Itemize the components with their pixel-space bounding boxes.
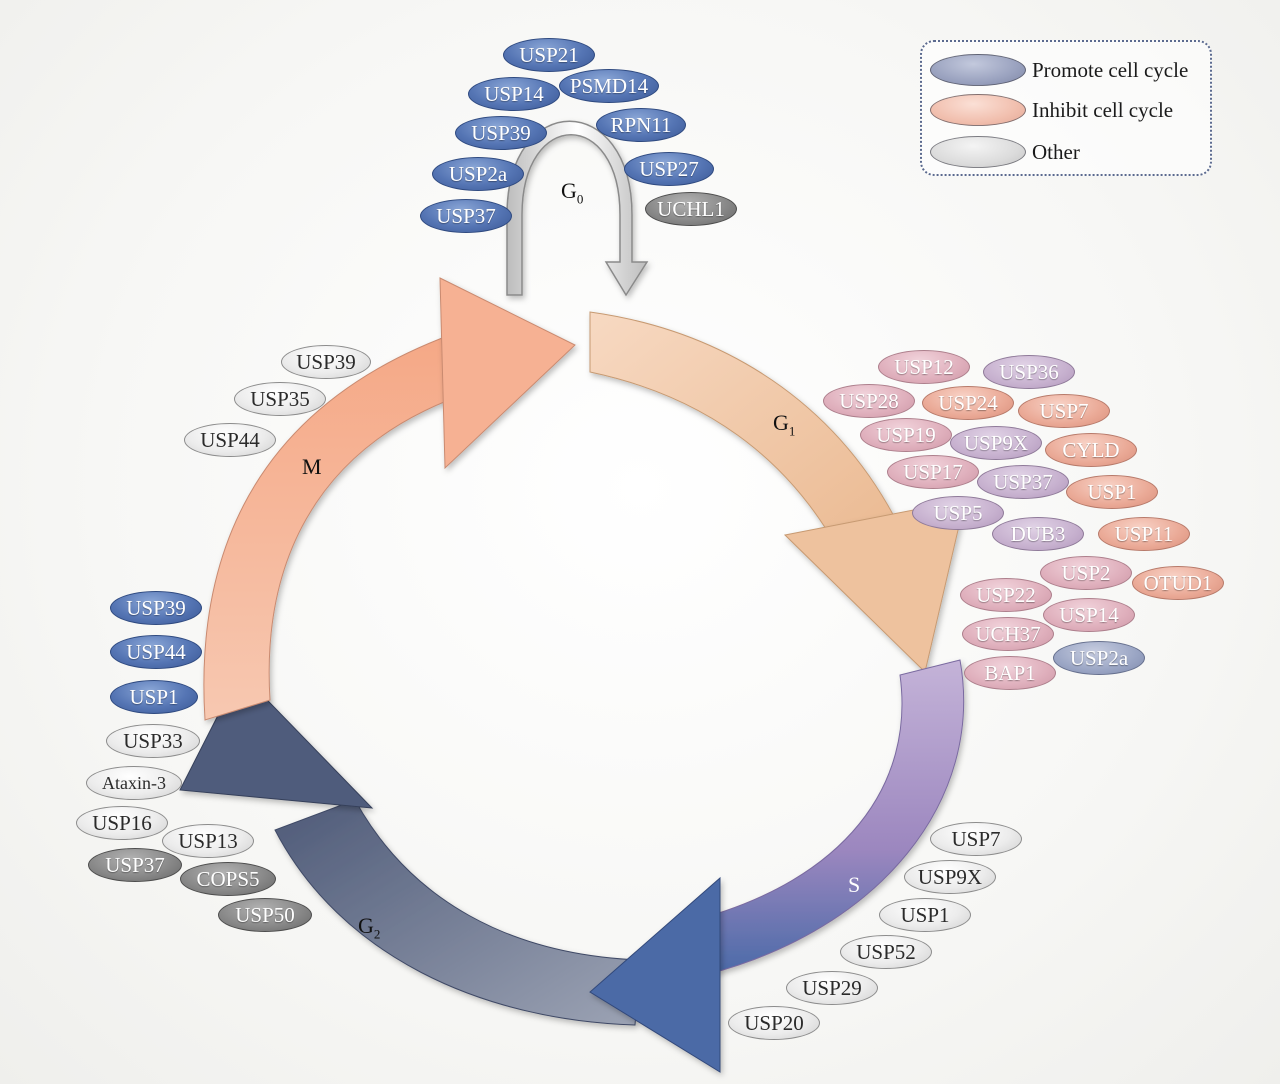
legend-swatch-inhibit [930,94,1026,126]
legend-label-other: Other [1032,139,1080,164]
enzyme-pill: USP39 [455,116,547,150]
enzyme-pill: USP39 [110,591,202,625]
g2-arrow [274,799,641,1026]
enzyme-pill: USP37 [88,848,182,882]
legend-swatch-promote [930,54,1026,86]
enzyme-pill: CYLD [1045,433,1137,467]
enzyme-pill: USP2a [1053,641,1145,675]
enzyme-pill: USP36 [983,355,1075,389]
enzyme-pill: USP9X [950,426,1042,460]
enzyme-pill: USP16 [76,806,168,840]
enzyme-pill: USP13 [162,824,254,858]
enzyme-pill: USP33 [106,724,200,758]
legend-label-inhibit: Inhibit cell cycle [1032,97,1174,122]
phase-label-m: M [302,454,322,479]
phase-label-g1: G1 [773,410,796,439]
legend-swatch-other [930,136,1026,168]
enzyme-pill: USP14 [1043,598,1135,632]
enzyme-pill: USP1 [110,680,198,714]
enzyme-pill: USP50 [218,898,312,932]
phase-label-s: S [848,872,861,897]
enzyme-pill: USP11 [1098,517,1190,551]
enzyme-pill: USP37 [420,199,512,233]
legend-item-other: Other [930,134,1080,170]
enzyme-pill: USP39 [281,345,371,379]
legend-item-inhibit: Inhibit cell cycle [930,92,1173,128]
legend-label-promote: Promote cell cycle [1032,57,1189,82]
enzyme-pill: USP19 [860,418,952,452]
enzyme-pill: USP1 [1066,475,1158,509]
enzyme-pill: USP2a [432,157,524,191]
enzyme-pill: USP21 [503,38,595,72]
enzyme-pill: USP44 [184,423,276,457]
enzyme-pill: OTUD1 [1132,566,1224,600]
enzyme-pill: USP9X [904,860,996,894]
enzyme-pill: USP27 [624,152,714,186]
enzyme-pill: USP24 [922,386,1014,420]
legend: Promote cell cycle Inhibit cell cycle Ot… [920,40,1212,176]
enzyme-pill: COPS5 [180,862,276,896]
enzyme-pill: DUB3 [992,517,1084,551]
enzyme-pill: RPN11 [596,108,686,142]
enzyme-pill: USP12 [878,350,970,384]
enzyme-pill: USP7 [1018,394,1110,428]
enzyme-pill: Ataxin-3 [86,766,182,800]
enzyme-pill: USP17 [887,455,979,489]
enzyme-pill: USP14 [468,77,560,111]
enzyme-pill: USP20 [728,1006,820,1040]
enzyme-pill: USP5 [912,496,1004,530]
enzyme-pill: USP2 [1040,556,1132,590]
enzyme-pill: USP28 [823,384,915,418]
m-arrowhead [439,277,576,470]
enzyme-pill: BAP1 [964,656,1056,690]
legend-item-promote: Promote cell cycle [930,52,1188,88]
enzyme-pill: USP7 [930,822,1022,856]
enzyme-pill: USP37 [977,465,1069,499]
phase-label-g0: G0 [561,178,584,207]
enzyme-pill: USP22 [960,578,1052,612]
enzyme-pill: USP29 [786,971,878,1005]
g0-loop [506,120,649,297]
enzyme-pill: PSMD14 [559,69,659,103]
s-arrowhead [589,876,721,1073]
g1-arrowhead [783,499,966,673]
enzyme-pill: USP44 [110,635,202,669]
enzyme-pill: USP1 [879,898,971,932]
phase-label-g2: G2 [358,913,381,942]
enzyme-pill: UCHL1 [645,192,737,226]
enzyme-pill: USP52 [840,935,932,969]
enzyme-pill: UCH37 [962,617,1054,651]
enzyme-pill: USP35 [234,382,326,416]
